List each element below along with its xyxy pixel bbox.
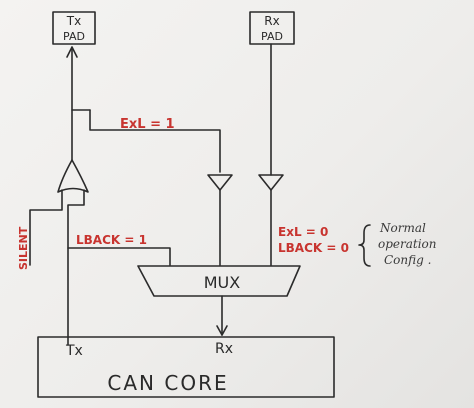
- rx-pad-line1: Rx: [264, 14, 279, 28]
- mux-label: MUX: [204, 273, 241, 292]
- core-rx-label: Rx: [215, 341, 233, 357]
- silent-input-wire: [29, 189, 63, 266]
- right-buffer-icon: [258, 174, 284, 191]
- tx-output-wire: [66, 46, 78, 161]
- exl-zero-label: ExL = 0: [278, 225, 328, 239]
- silent-label: SILENT: [17, 226, 30, 270]
- tx-pad-line1: Tx: [66, 14, 81, 28]
- tx-pad-box: Tx PAD: [52, 11, 96, 45]
- exl-one-label: ExL = 1: [120, 117, 175, 132]
- tx-core-to-or-wire: [67, 189, 85, 346]
- mux-block: [137, 265, 301, 297]
- core-title: CAN CORE: [107, 371, 228, 395]
- lback-zero-label: LBACK = 0: [278, 241, 349, 255]
- normal-note-line1: Normal: [379, 221, 426, 235]
- normal-config-brace: [358, 224, 371, 267]
- normal-note-line3: Config .: [384, 253, 431, 267]
- or-gate-icon: [57, 159, 89, 193]
- core-tx-label: Tx: [65, 343, 83, 359]
- left-buffer-icon: [207, 174, 233, 191]
- lback-branch-wire: [67, 247, 171, 266]
- can-core-box: [37, 336, 335, 398]
- exl-branch-wire: [89, 109, 221, 173]
- tx-pad-line2: PAD: [63, 30, 85, 43]
- lback-one-label: LBACK = 1: [76, 233, 147, 247]
- normal-note-line2: operation: [378, 237, 437, 251]
- mux-to-core-arrow-icon: [216, 325, 228, 336]
- rx-pad-line2: PAD: [261, 30, 283, 43]
- rx-pad-box: Rx PAD: [249, 11, 295, 45]
